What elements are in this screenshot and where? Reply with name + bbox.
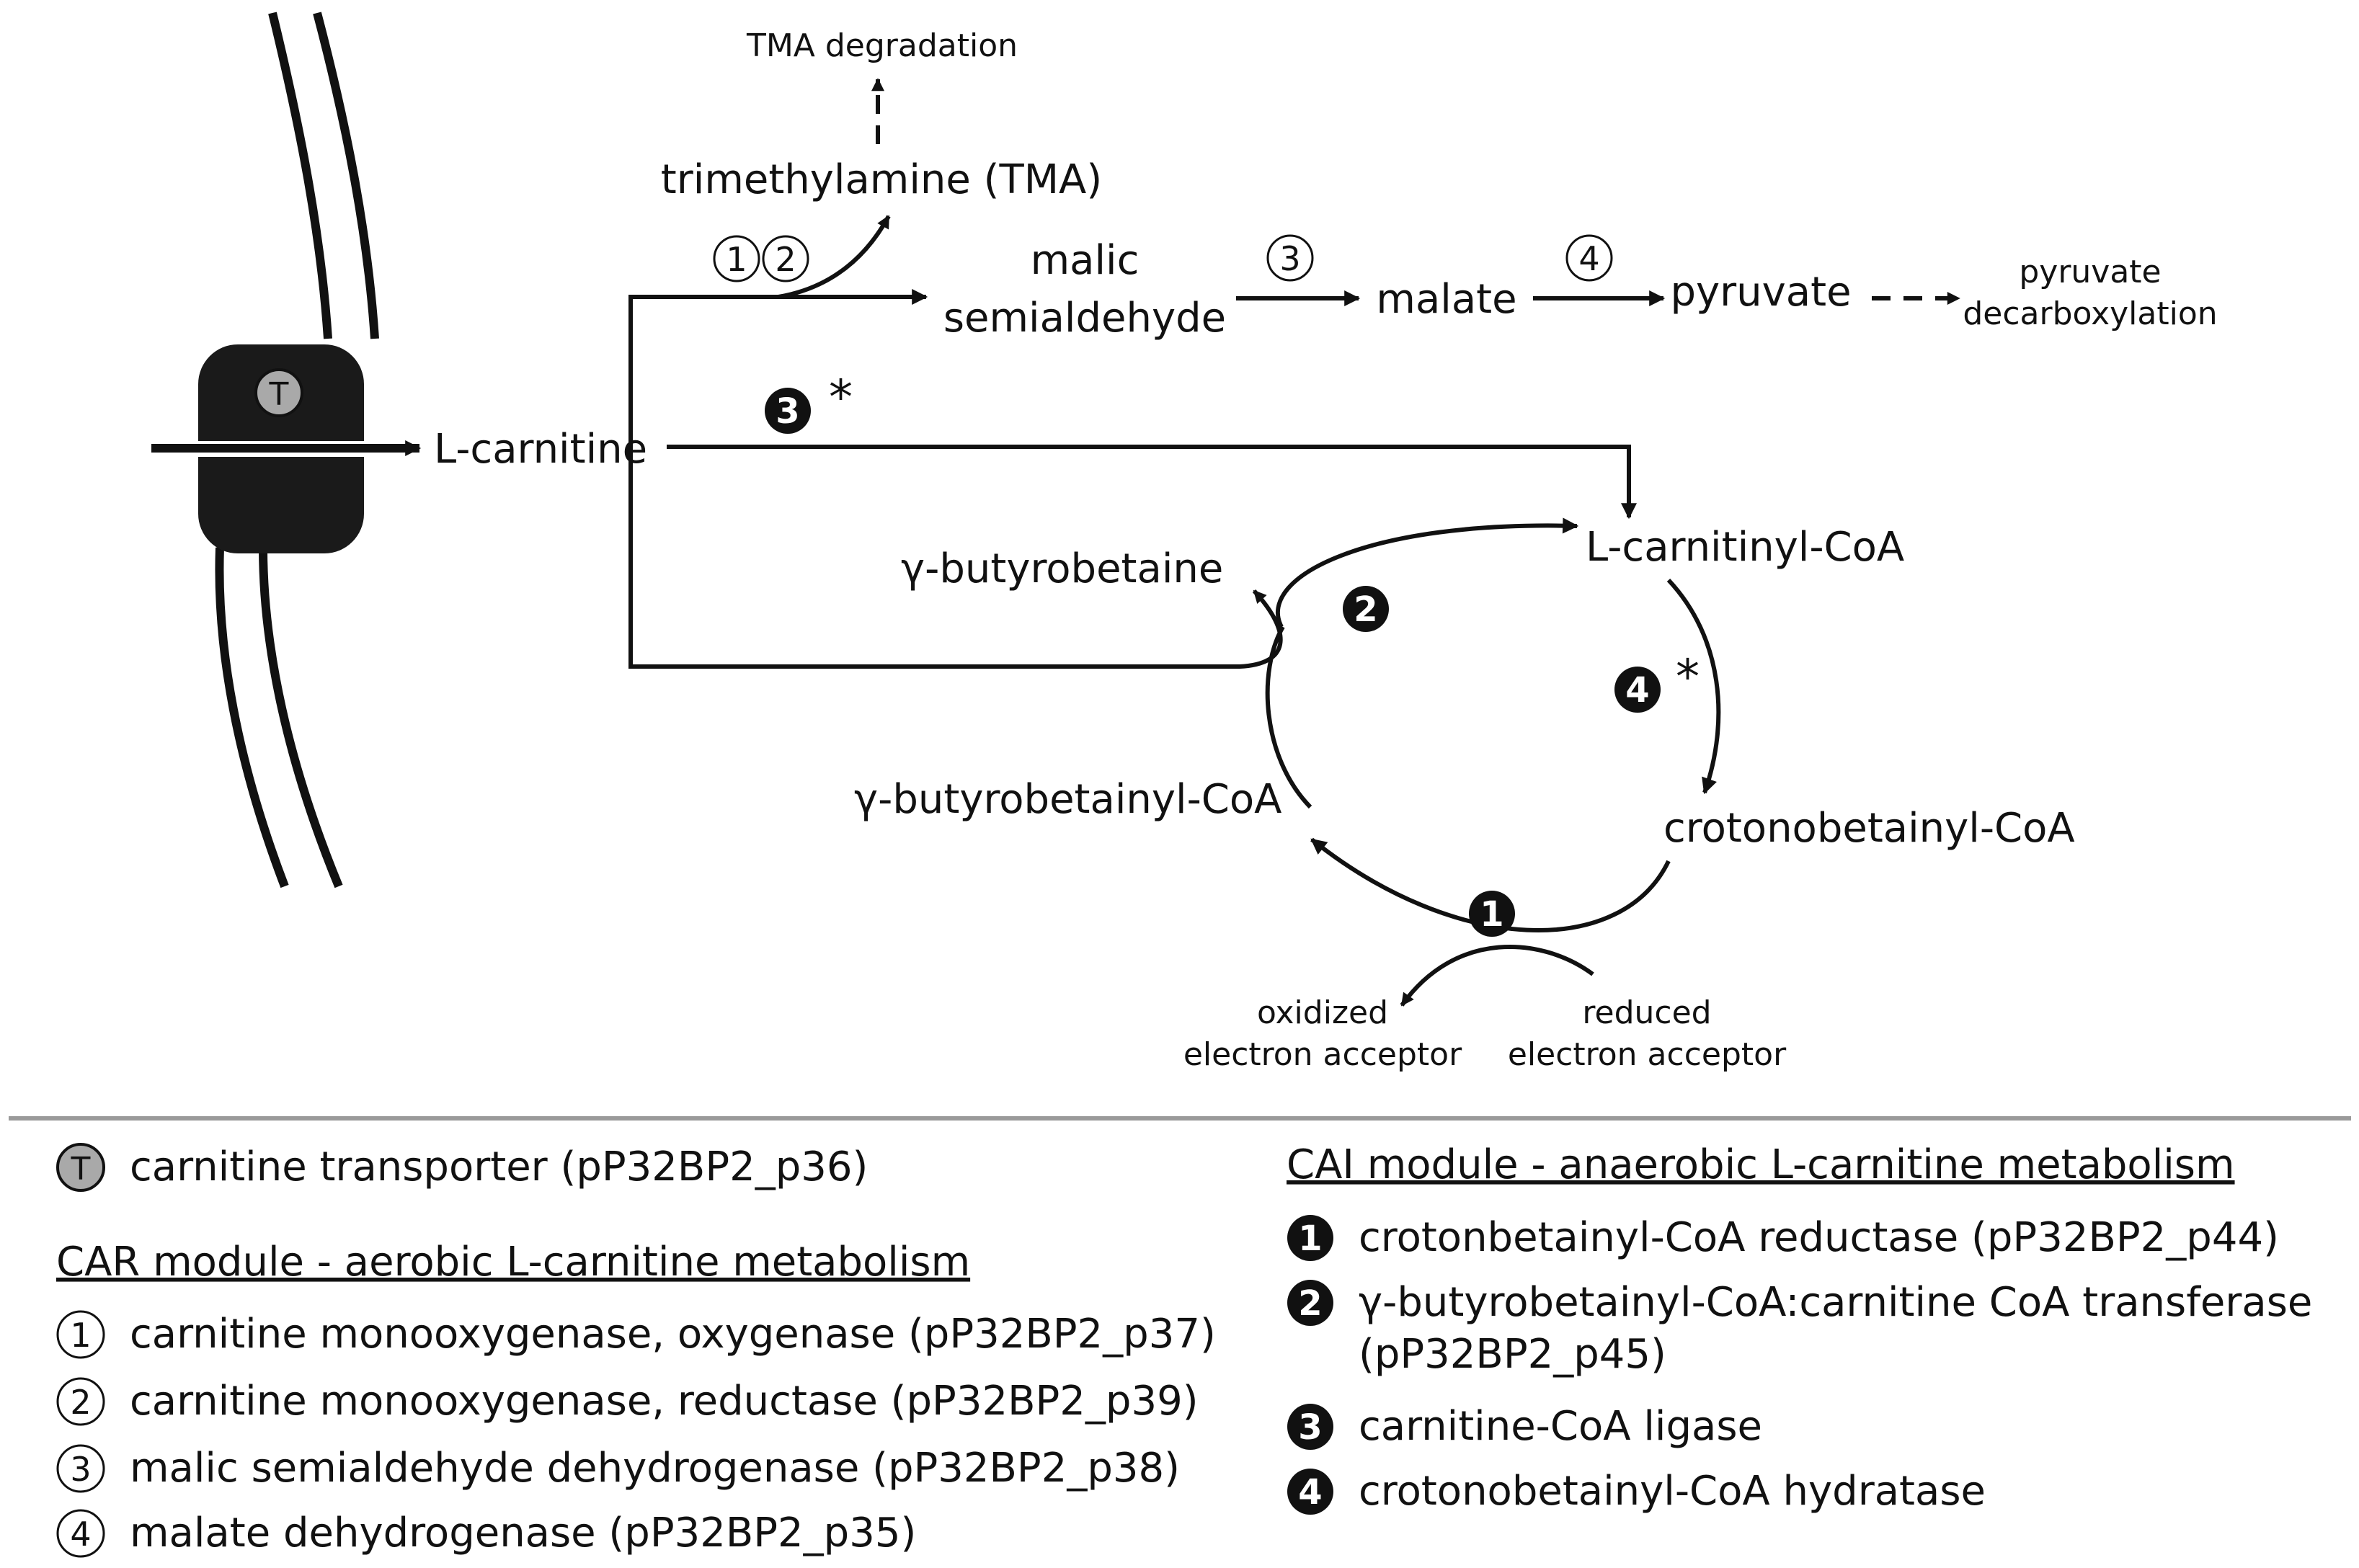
legend-cai-3-text: carnitine-CoA ligase bbox=[1359, 1403, 1762, 1450]
car-marker-1-icon bbox=[713, 235, 760, 282]
cycle-transfer-to-carnitinyl-coa-arrow bbox=[1276, 517, 1579, 628]
transporter-badge-icon bbox=[254, 368, 303, 417]
cai-marker-3-icon bbox=[765, 388, 811, 434]
legend-cai-title: CAI module - anaerobic L-carnitine metab… bbox=[1287, 1141, 2235, 1188]
l-carnitine-label: L-carnitine bbox=[434, 426, 647, 473]
cai-step-markers: 3 * 2 4 * 1 bbox=[765, 370, 1700, 937]
legend-transporter-icon bbox=[56, 1143, 105, 1192]
legend-cai-2-icon bbox=[1287, 1280, 1333, 1326]
cai-marker-1-icon bbox=[1469, 891, 1515, 937]
carnitine-to-carnitinyl-coa-arrow bbox=[667, 445, 1637, 520]
legend-cai-4-icon bbox=[1287, 1469, 1333, 1515]
legend-car-title: CAR module - aerobic L-carnitine metabol… bbox=[56, 1239, 970, 1286]
electron-acceptor-arrow bbox=[1400, 945, 1594, 1007]
cycle-left-segment bbox=[1265, 625, 1312, 809]
car-step-markers: 1 2 3 4 bbox=[713, 234, 1613, 282]
car-marker-3-label: 3 bbox=[1279, 239, 1300, 278]
legend-car-2-text: carnitine monooxygenase, reductase (pP32… bbox=[130, 1378, 1199, 1425]
oxidized-acceptor-line2: electron acceptor bbox=[1183, 1036, 1462, 1073]
legend-cai-1-number: 1 bbox=[1298, 1219, 1322, 1259]
cell-membrane bbox=[215, 12, 379, 888]
pyruvate-decarboxylation-line1: pyruvate bbox=[2019, 254, 2161, 290]
legend-car-1-number: 1 bbox=[70, 1316, 91, 1355]
legend-car-3-number: 3 bbox=[70, 1450, 91, 1489]
car-marker-4-label: 4 bbox=[1578, 239, 1599, 278]
pyruvate-label: pyruvate bbox=[1670, 269, 1851, 316]
cai-marker-3-label: 3 bbox=[776, 391, 799, 432]
legend-car-1-text: carnitine monooxygenase, oxygenase (pP32… bbox=[130, 1311, 1216, 1358]
cai-marker-1-label: 1 bbox=[1480, 894, 1503, 935]
cai-marker-4-icon bbox=[1614, 667, 1661, 713]
legend-right: CAI module - anaerobic L-carnitine metab… bbox=[1287, 1141, 2312, 1515]
legend-car-3-icon bbox=[56, 1444, 105, 1493]
legend-cai-4-number: 4 bbox=[1298, 1472, 1322, 1513]
cycle-reductase-arrow bbox=[1310, 837, 1671, 932]
legend-left: T carnitine transporter (pP32BP2_p36) CA… bbox=[56, 1143, 1216, 1558]
car-marker-2-icon bbox=[762, 235, 809, 282]
legend-cai-1-icon bbox=[1287, 1215, 1333, 1261]
malic-semialdehyde-line1: malic bbox=[1031, 237, 1139, 284]
cycle-hydratase-arrow bbox=[1666, 578, 1721, 795]
malic-semialdehyde-line2: semialdehyde bbox=[943, 295, 1226, 342]
reduced-acceptor-line1: reduced bbox=[1582, 994, 1711, 1031]
cai-marker-2-label: 2 bbox=[1354, 589, 1377, 630]
tma-degradation-label: TMA degradation bbox=[746, 27, 1018, 64]
malate-label: malate bbox=[1376, 276, 1516, 323]
transporter-badge-label: T bbox=[269, 376, 289, 413]
carnitine-to-malic-semialdehyde-arrow bbox=[628, 289, 928, 450]
cai-marker-2-icon bbox=[1343, 586, 1389, 632]
pyruvate-decarboxylation-line2: decarboxylation bbox=[1963, 295, 2217, 332]
car-marker-2-label: 2 bbox=[775, 240, 796, 279]
reduced-acceptor-line2: electron acceptor bbox=[1508, 1036, 1787, 1073]
gamma-butyrobetainyl-coa-label: γ-butyrobetainyl-CoA bbox=[854, 776, 1281, 823]
cai-marker-4-asterisk: * bbox=[1676, 649, 1700, 705]
car-marker-3-icon bbox=[1266, 234, 1314, 282]
carnitine-to-butyrobetaine-arrow bbox=[628, 450, 1283, 669]
legend-cai-2-text-cont: (pP32BP2_p45) bbox=[1359, 1331, 1666, 1378]
car-marker-4-icon bbox=[1565, 234, 1613, 282]
legend-car-4-icon bbox=[56, 1509, 105, 1558]
legend-car-4-number: 4 bbox=[70, 1515, 91, 1554]
legend-cai-2-text: γ-butyrobetainyl-CoA:carnitine CoA trans… bbox=[1359, 1279, 2312, 1326]
legend-cai-4-text: crotonobetainyl-CoA hydratase bbox=[1359, 1468, 1986, 1515]
legend-car-2-icon bbox=[56, 1377, 105, 1426]
gamma-butyrobetaine-label: γ-butyrobetaine bbox=[901, 545, 1223, 592]
tma-release-arrow bbox=[778, 215, 891, 299]
cai-marker-3-asterisk: * bbox=[829, 370, 853, 425]
cai-marker-4-label: 4 bbox=[1625, 670, 1649, 710]
car-marker-1-label: 1 bbox=[726, 240, 747, 279]
legend-cai-1-text: crotonbetainyl-CoA reductase (pP32BP2_p4… bbox=[1359, 1214, 2279, 1261]
crotonobetainyl-coa-label: crotonobetainyl-CoA bbox=[1663, 805, 2075, 852]
legend-car-3-text: malic semialdehyde dehydrogenase (pP32BP… bbox=[130, 1445, 1180, 1492]
l-carnitinyl-coa-label: L-carnitinyl-CoA bbox=[1586, 524, 1904, 571]
legend-cai-3-number: 3 bbox=[1298, 1407, 1322, 1448]
legend-car-4-text: malate dehydrogenase (pP32BP2_p35) bbox=[130, 1510, 916, 1556]
oxidized-acceptor-line1: oxidized bbox=[1257, 994, 1388, 1031]
legend-car-2-number: 2 bbox=[70, 1383, 91, 1422]
legend-car-1-icon bbox=[56, 1310, 105, 1359]
legend-cai-2-number: 2 bbox=[1298, 1283, 1322, 1324]
tma-label: trimethylamine (TMA) bbox=[661, 156, 1102, 203]
legend-cai-3-icon bbox=[1287, 1404, 1333, 1450]
legend-transporter-icon-label: T bbox=[71, 1151, 91, 1188]
legend-transporter-text: carnitine transporter (pP32BP2_p36) bbox=[130, 1144, 868, 1190]
